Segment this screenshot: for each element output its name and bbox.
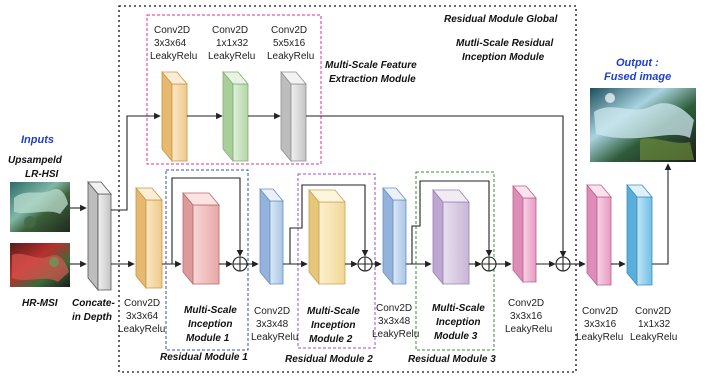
hr-msi-label: HR-MSI bbox=[22, 298, 58, 309]
inception-1-label: Multi-Scale Inception Module 1 bbox=[184, 305, 237, 344]
conv-d-block bbox=[512, 184, 537, 284]
inception-2-label: Multi-Scale Inception Module 2 bbox=[307, 306, 360, 345]
svg-text:Conv2D: Conv2D bbox=[212, 25, 248, 36]
residual-module-3-label: Residual Module 3 bbox=[408, 354, 496, 365]
msfe-conv2-block bbox=[222, 70, 249, 163]
inception-3-label: Multi-Scale Inception Module 3 bbox=[432, 303, 485, 342]
lr-hsi-label-1: Upsampeld bbox=[8, 155, 63, 166]
conv-e-block bbox=[586, 183, 612, 287]
msfe-box bbox=[146, 14, 322, 165]
conv-f-block bbox=[626, 183, 653, 287]
sum-node-3 bbox=[481, 256, 497, 272]
svg-text:LeakyRelu: LeakyRelu bbox=[208, 51, 255, 62]
sum-node-1 bbox=[232, 256, 248, 272]
msfe-conv2-label: Conv2D 1x1x32 LeakyRelu bbox=[208, 25, 255, 62]
global-label-1: Residual Module Global bbox=[444, 14, 558, 25]
conv-b-label: Conv2D 3x3x48 LeakyRelu bbox=[251, 306, 298, 343]
conv-b-block bbox=[259, 187, 284, 286]
residual-module-1-label: Residual Module 1 bbox=[160, 352, 248, 363]
concat-block bbox=[87, 180, 112, 292]
svg-text:Conv2D: Conv2D bbox=[254, 306, 290, 317]
svg-text:Multi-Scale: Multi-Scale bbox=[432, 303, 485, 314]
global-label-2: Mutli-Scale Residual bbox=[456, 38, 553, 49]
svg-text:Conv2D: Conv2D bbox=[376, 303, 412, 314]
inputs-title: Inputs bbox=[21, 134, 54, 146]
conv-c-block bbox=[382, 186, 407, 286]
svg-text:3x3x48: 3x3x48 bbox=[378, 316, 411, 327]
svg-text:LeakyRelu: LeakyRelu bbox=[267, 51, 314, 62]
conv-d-label: Conv2D 3x3x16 LeakyRelu bbox=[505, 298, 552, 335]
output-label-1: Output : bbox=[616, 57, 659, 69]
msfe-label-2: Extraction Module bbox=[329, 74, 416, 85]
residual-module-2-box bbox=[297, 173, 376, 349]
skip-3 bbox=[411, 180, 493, 264]
msfe-label-1: Multi-Scale Feature bbox=[325, 60, 417, 71]
sum-node-2 bbox=[357, 256, 373, 272]
msfe-to-global-sum bbox=[306, 115, 567, 258]
svg-text:Conv2D: Conv2D bbox=[635, 306, 671, 317]
skip-2 bbox=[289, 184, 369, 264]
svg-text:Conv2D: Conv2D bbox=[582, 306, 618, 317]
conv-c-label: Conv2D 3x3x48 LeakyRelu bbox=[372, 303, 419, 340]
msfe-conv1-block bbox=[161, 70, 188, 163]
conv-a-block bbox=[135, 186, 163, 290]
global-sum-node bbox=[555, 256, 571, 272]
svg-text:Conv2D: Conv2D bbox=[124, 298, 160, 309]
svg-text:3x3x64: 3x3x64 bbox=[154, 38, 187, 49]
svg-text:LeakyRelu: LeakyRelu bbox=[576, 332, 623, 343]
svg-text:Conv2D: Conv2D bbox=[271, 25, 307, 36]
svg-text:Multi-Scale: Multi-Scale bbox=[307, 306, 360, 317]
svg-text:Module 2: Module 2 bbox=[309, 334, 353, 345]
svg-text:Inception: Inception bbox=[188, 319, 232, 330]
concat-label-1: Concate- bbox=[72, 298, 115, 309]
fused-image bbox=[590, 88, 696, 162]
msfe-conv3-label: Conv2D 5x5x16 LeakyRelu bbox=[267, 25, 314, 62]
svg-text:Module 1: Module 1 bbox=[186, 333, 230, 344]
svg-text:LeakyRelu: LeakyRelu bbox=[150, 51, 197, 62]
hr-msi-image bbox=[10, 243, 70, 287]
output-label-2: Fused image bbox=[604, 71, 671, 83]
svg-text:3x3x48: 3x3x48 bbox=[256, 319, 289, 330]
msfe-conv1-label: Conv2D 3x3x64 LeakyRelu bbox=[150, 25, 197, 62]
svg-text:LeakyRelu: LeakyRelu bbox=[118, 324, 165, 335]
svg-text:LeakyRelu: LeakyRelu bbox=[630, 332, 677, 343]
conv-a-label: Conv2D 3x3x64 LeakyRelu bbox=[118, 298, 165, 335]
inception-2-block bbox=[308, 188, 346, 286]
msfe-conv3-block bbox=[280, 70, 307, 163]
svg-text:1x1x32: 1x1x32 bbox=[638, 319, 671, 330]
svg-text:3x3x16: 3x3x16 bbox=[584, 319, 617, 330]
lr-hsi-label-2: LR-HSI bbox=[25, 169, 59, 180]
residual-module-1-box bbox=[165, 169, 249, 351]
concat-to-msfe-arrow bbox=[111, 112, 161, 211]
inception-3-block bbox=[432, 188, 470, 286]
svg-text:Conv2D: Conv2D bbox=[154, 25, 190, 36]
skip-1 bbox=[171, 177, 244, 264]
svg-text:Inception: Inception bbox=[311, 320, 355, 331]
conv-f-label: Conv2D 1x1x32 LeakyRelu bbox=[630, 306, 677, 343]
svg-text:Inception: Inception bbox=[436, 317, 480, 328]
svg-text:5x5x16: 5x5x16 bbox=[273, 38, 306, 49]
svg-text:LeakyRelu: LeakyRelu bbox=[372, 329, 419, 340]
conv-f-to-output-arrow bbox=[652, 163, 672, 265]
conv-e-label: Conv2D 3x3x16 LeakyRelu bbox=[576, 306, 623, 343]
svg-text:LeakyRelu: LeakyRelu bbox=[505, 324, 552, 335]
concat-label-2: in Depth bbox=[72, 312, 112, 323]
svg-text:Multi-Scale: Multi-Scale bbox=[184, 305, 237, 316]
svg-text:3x3x64: 3x3x64 bbox=[126, 311, 159, 322]
inception-1-block bbox=[182, 191, 220, 286]
svg-text:Module 3: Module 3 bbox=[434, 331, 478, 342]
lr-hsi-image bbox=[10, 182, 70, 232]
residual-module-2-label: Residual Module 2 bbox=[285, 354, 373, 365]
svg-text:LeakyRelu: LeakyRelu bbox=[251, 332, 298, 343]
global-residual-box bbox=[118, 5, 577, 373]
svg-text:1x1x32: 1x1x32 bbox=[216, 38, 249, 49]
svg-text:Conv2D: Conv2D bbox=[508, 298, 544, 309]
svg-text:3x3x16: 3x3x16 bbox=[510, 311, 543, 322]
global-label-3: Inception Module bbox=[462, 52, 545, 63]
